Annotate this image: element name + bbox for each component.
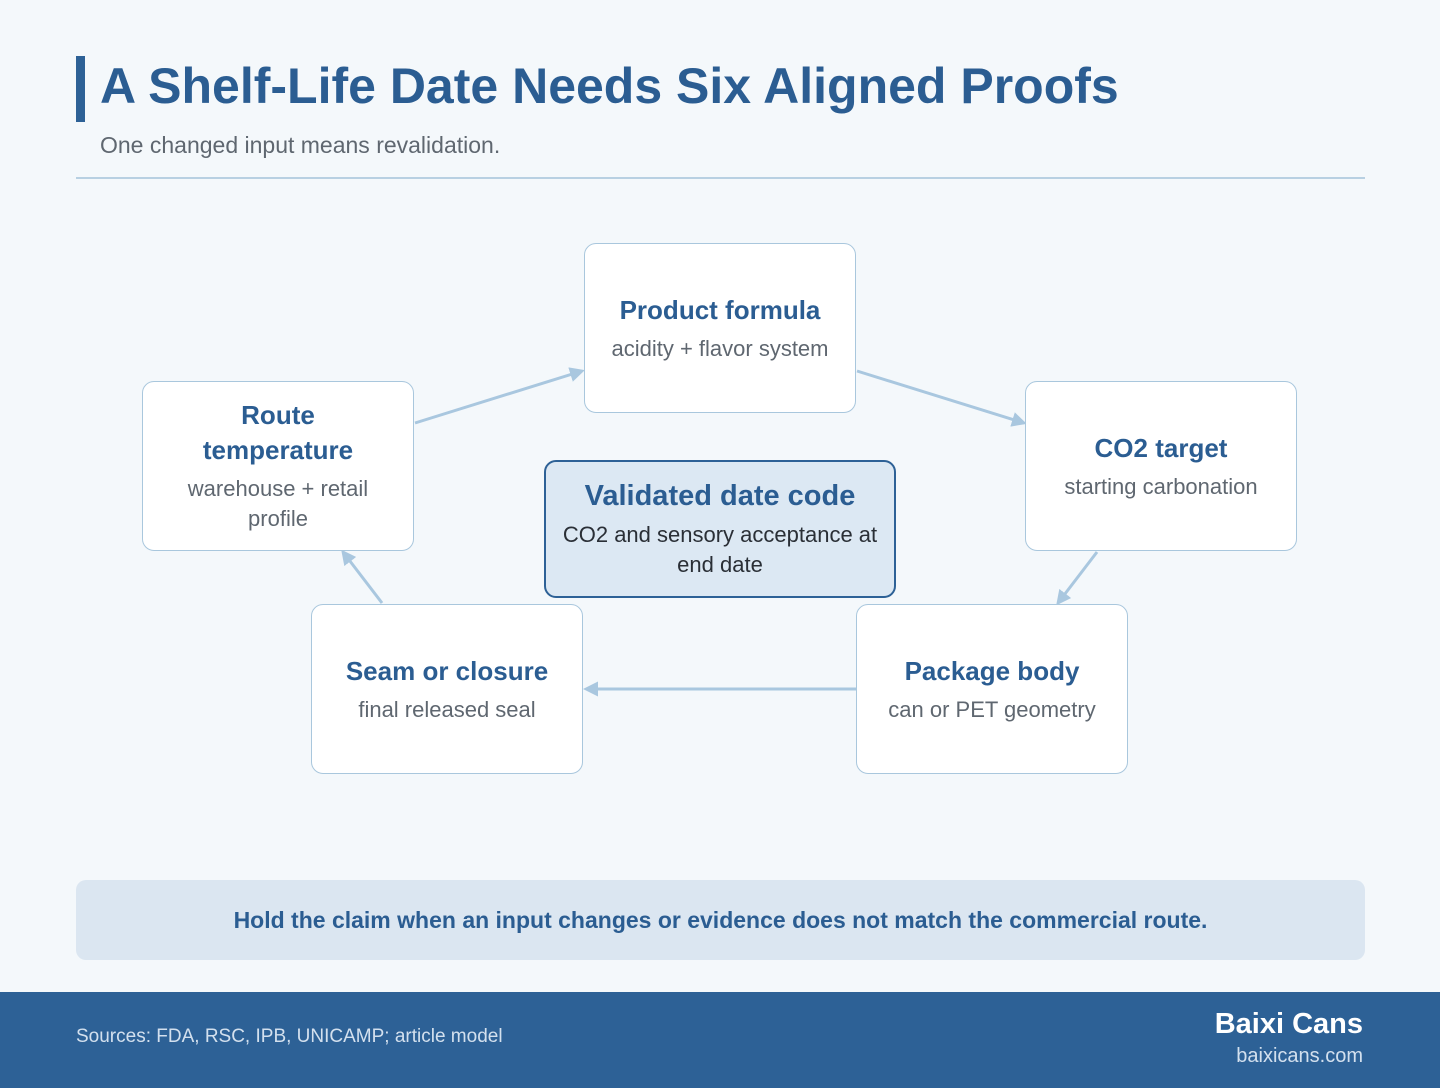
arrow-seam-to-route <box>341 549 384 604</box>
node-title: Seam or closure <box>345 655 549 686</box>
node-title: Route temperature <box>202 400 354 465</box>
node-subtitle: can or PET geometry <box>888 696 1096 722</box>
node-subtitle: warehouse + retail profile <box>187 476 369 531</box>
page-subtitle: One changed input means revalidation. <box>100 132 501 158</box>
node-package-body: Package body can or PET geometry <box>856 604 1128 774</box>
footer-bar <box>0 992 1440 1088</box>
center-subtitle: CO2 and sensory acceptance at end date <box>562 522 878 577</box>
node-title: CO2 target <box>1094 432 1228 463</box>
node-subtitle: acidity + flavor system <box>611 335 829 361</box>
title-accent-bar <box>76 56 85 122</box>
center-validated-date-code: Validated date code CO2 and sensory acce… <box>544 460 896 598</box>
node-product-formula: Product formula acidity + flavor system <box>584 243 856 413</box>
node-subtitle: starting carbonation <box>1064 473 1258 499</box>
footer-brand: Baixi Cans <box>1214 1008 1363 1040</box>
node-seam-or-closure: Seam or closure final released seal <box>311 604 583 774</box>
footer-site: baixicans.com <box>1236 1045 1363 1067</box>
callout-banner: Hold the claim when an input changes or … <box>76 880 1365 960</box>
arrow-formula-to-co2 <box>856 369 1027 427</box>
node-co2-target: CO2 target starting carbonation <box>1025 381 1297 551</box>
center-title: Validated date code <box>584 480 856 512</box>
arrow-co2-to-package <box>1056 551 1099 606</box>
footer-sources: Sources: FDA, RSC, IPB, UNICAMP; article… <box>76 1026 503 1047</box>
node-title: Package body <box>904 655 1080 686</box>
page-title: A Shelf-Life Date Needs Six Aligned Proo… <box>100 58 1119 114</box>
arrow-route-to-formula <box>414 367 585 425</box>
node-title: Product formula <box>619 294 821 325</box>
node-subtitle: final released seal <box>358 696 536 722</box>
header-divider <box>76 177 1365 179</box>
node-route-temperature: Route temperature warehouse + retail pro… <box>142 381 414 551</box>
